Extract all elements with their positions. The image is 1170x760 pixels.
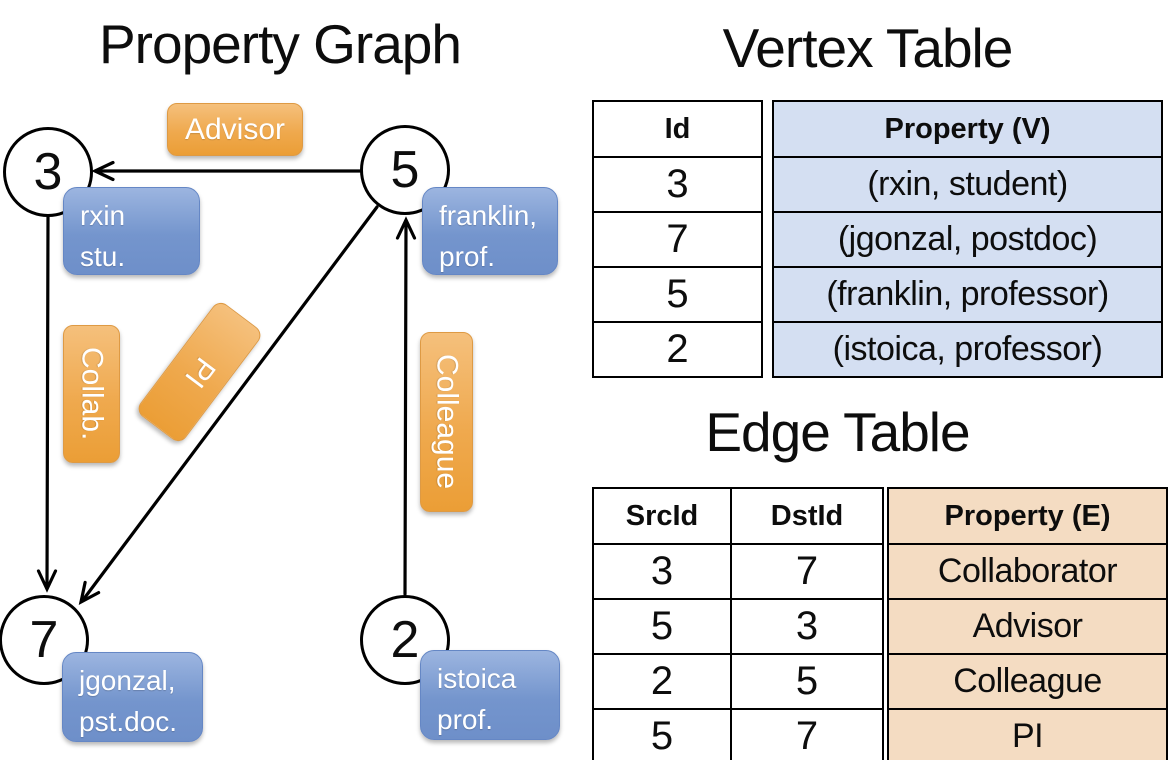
- edge-label-colleague: Colleague: [420, 332, 473, 512]
- graph-edges-svg: [36, 160, 417, 606]
- vertex-table-cell-id: 7: [592, 211, 763, 268]
- vertex-table-id-column: Id 3 7 5 2: [592, 100, 763, 378]
- vertex-table-property-header: Property (V): [772, 100, 1163, 158]
- edge-table-cell-src: 2: [592, 653, 732, 710]
- edge-collab-arrowhead: [36, 569, 58, 593]
- vertex-table-id-header: Id: [592, 100, 763, 158]
- edge-colleague-line: [403, 220, 408, 596]
- edge-pi-arrowhead: [78, 580, 101, 606]
- graph-node-3-id: 3: [33, 143, 63, 201]
- edge-table-src-dst-columns: SrcId DstId 3 7 5 3 2 5 5 7: [592, 487, 884, 760]
- edge-label-collab: Collab.: [63, 325, 120, 463]
- vertex-table-cell-id: 2: [592, 321, 763, 378]
- vertex-table-cell-property: (jgonzal, postdoc): [772, 211, 1163, 268]
- vertex-property-box-rxin: rxin stu.: [63, 187, 200, 275]
- vertex-property-line: pst.doc.: [79, 705, 178, 737]
- vertex-property-line: rxin: [80, 200, 126, 231]
- vertex-property-line: prof.: [437, 703, 494, 735]
- graph-node-2-id: 2: [390, 611, 420, 669]
- edge-table-cell-property: Colleague: [887, 653, 1168, 710]
- vertex-property-box-istoica: istoica prof.: [420, 650, 560, 740]
- vertex-table-property-column: Property (V) (rxin, student) (jgonzal, p…: [772, 100, 1163, 378]
- edge-table-cell-property: Collaborator: [887, 543, 1168, 600]
- edge-table-cell-dst: 5: [730, 653, 884, 710]
- edge-label-advisor: Advisor: [167, 103, 303, 156]
- edge-table-cell-src: 3: [592, 543, 732, 600]
- edge-table-property-column: Property (E) Collaborator Advisor Collea…: [887, 487, 1168, 760]
- vertex-property-line: jgonzal,: [79, 665, 176, 696]
- edge-table-cell-src: 5: [592, 708, 732, 760]
- graph-node-5-id: 5: [390, 141, 420, 199]
- edge-collab-line: [45, 215, 50, 589]
- property-graph-title: Property Graph: [98, 13, 462, 75]
- edge-table-srcid-header: SrcId: [592, 487, 732, 545]
- edge-colleague-arrowhead: [395, 216, 417, 240]
- edge-table-cell-dst: 7: [730, 708, 884, 760]
- edge-table-dstid-header: DstId: [730, 487, 884, 545]
- vertex-table-cell-property: (istoica, professor): [772, 321, 1163, 378]
- vertex-table-cell-property: (rxin, student): [772, 156, 1163, 213]
- vertex-property-line: franklin,: [439, 200, 538, 231]
- edge-label-pi-text: PI: [178, 351, 222, 394]
- edge-table-title: Edge Table: [705, 401, 970, 463]
- vertex-property-line: stu.: [80, 240, 126, 272]
- vertex-property-box-jgonzal: jgonzal, pst.doc.: [62, 652, 203, 742]
- edge-table-cell-dst: 7: [730, 543, 884, 600]
- edge-label-advisor-text: Advisor: [184, 112, 286, 146]
- vertex-property-line: prof.: [439, 240, 496, 272]
- graph-node-2: 2: [360, 595, 450, 685]
- edge-table-cell-property: Advisor: [887, 598, 1168, 655]
- vertex-property-line: istoica: [437, 663, 517, 694]
- edge-table-cell-dst: 3: [730, 598, 884, 655]
- vertex-table-cell-id: 5: [592, 266, 763, 323]
- edge-table-cell-property: PI: [887, 708, 1168, 760]
- edge-table-cell-src: 5: [592, 598, 732, 655]
- graph-node-7-id: 7: [29, 611, 59, 669]
- vertex-table-cell-property: (franklin, professor): [772, 266, 1163, 323]
- edge-label-collab-text: Collab.: [75, 347, 109, 441]
- edge-pi-line: [81, 205, 379, 602]
- vertex-table-cell-id: 3: [592, 156, 763, 213]
- edge-advisor-arrowhead: [91, 160, 115, 182]
- edge-label-colleague-text: Colleague: [430, 354, 464, 490]
- edge-table-property-header: Property (E): [887, 487, 1168, 545]
- vertex-table-title: Vertex Table: [722, 17, 1014, 79]
- vertex-property-box-franklin: franklin, prof.: [422, 187, 558, 275]
